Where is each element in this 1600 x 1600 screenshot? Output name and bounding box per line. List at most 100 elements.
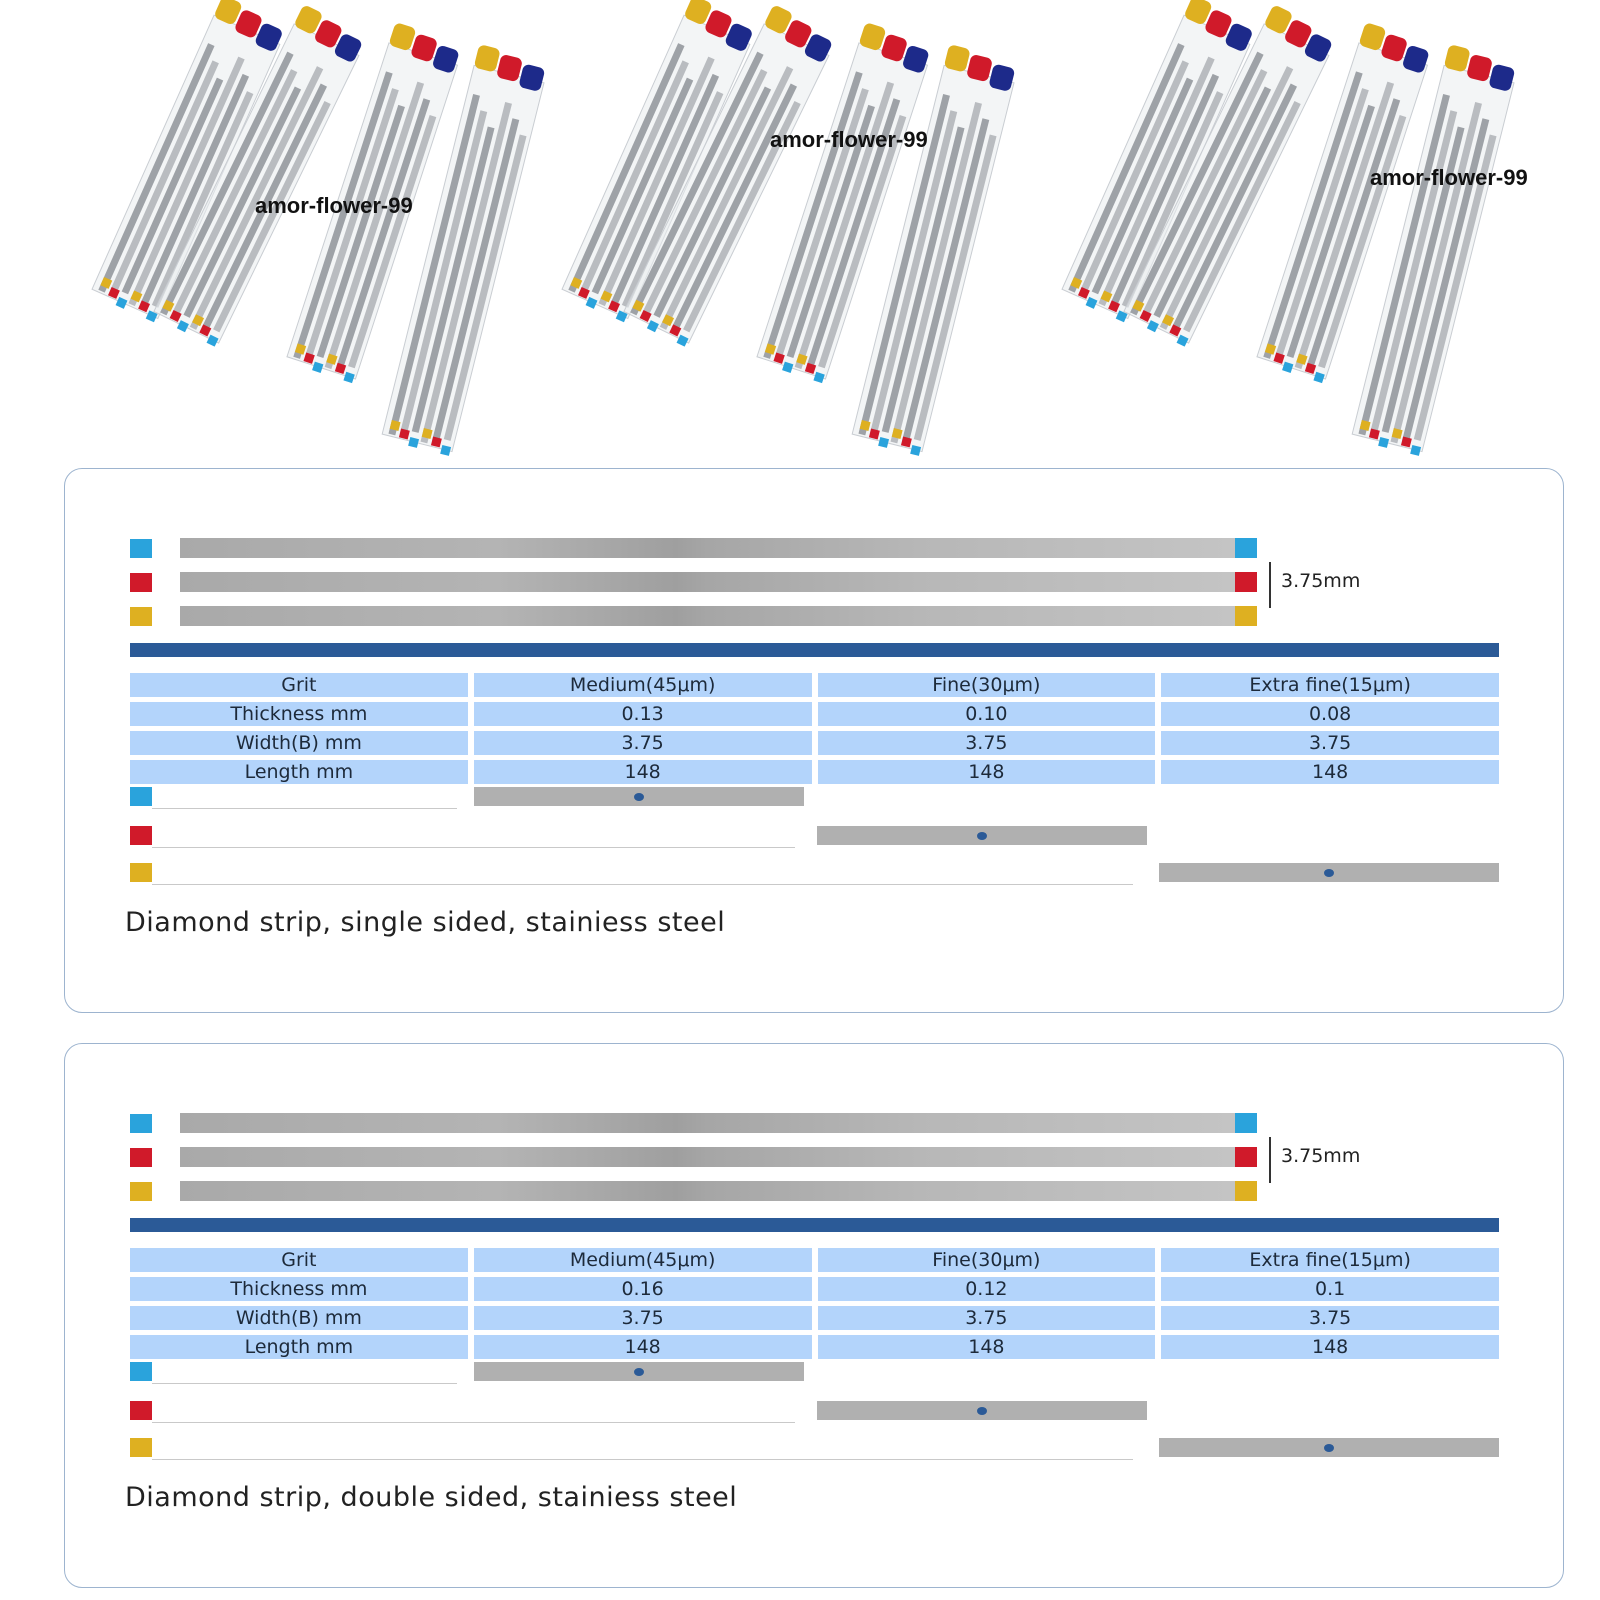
strip-tip: [1304, 362, 1317, 375]
strip-tip: [115, 296, 128, 309]
metal-strip: [1121, 91, 1224, 308]
blue-color-swatch: [130, 1114, 152, 1133]
strip-tip: [421, 428, 433, 439]
yellow-color-swatch: [130, 1182, 152, 1201]
metal-strip: [201, 83, 328, 332]
strip-tip: [669, 324, 682, 337]
strip-tip: [1313, 371, 1325, 384]
baseline-rule: [152, 808, 457, 809]
diamond-strip-red: [180, 572, 1235, 592]
tube-cap: [705, 10, 732, 38]
strip-tip: [1085, 296, 1098, 309]
table-cell: 0.13: [473, 702, 812, 726]
watermark-text: amor-flower-99: [1370, 165, 1528, 190]
dimension-label: 3.75mm: [1281, 570, 1361, 592]
diamond-strip-yellow: [180, 606, 1235, 626]
metal-strip: [1370, 110, 1458, 435]
metal-strip: [580, 60, 689, 294]
strip-tip: [145, 310, 158, 323]
strip-tip: [343, 371, 355, 384]
metal-strip: [568, 43, 685, 293]
strip-tube: [1123, 6, 1332, 347]
red-color-swatch: [130, 1148, 152, 1167]
table-cell: 0.1: [1161, 1277, 1499, 1301]
strip-bundle-illustration: [561, 0, 1015, 456]
strip-tip: [1169, 324, 1182, 337]
diamond-strip-blue: [180, 1113, 1235, 1133]
metal-strip: [1159, 66, 1294, 330]
table-cell: 3.75: [1161, 731, 1499, 755]
metal-strip: [189, 66, 324, 330]
strip-tip: [1273, 352, 1285, 364]
grit-dot: [634, 793, 644, 801]
strip-tip: [138, 300, 151, 313]
baseline-rule: [152, 884, 1133, 885]
metal-strip: [598, 56, 715, 307]
tube-cap: [1285, 20, 1312, 48]
tube-cap: [411, 34, 437, 62]
metal-strip: [400, 110, 488, 435]
table-cell: 3.75: [817, 1306, 1156, 1330]
strip-tip: [878, 437, 890, 448]
metal-strip: [110, 60, 219, 294]
table-row: Width(B) mm 3.75 3.75 3.75: [130, 731, 1499, 755]
metal-strip: [794, 81, 895, 370]
section-divider-bar: [130, 643, 1499, 657]
strip-tip: [294, 343, 307, 355]
tube-cap: [725, 23, 752, 51]
tube-cap: [1467, 55, 1492, 82]
table-cell: Length mm: [130, 760, 468, 784]
strip-tube: [623, 6, 832, 347]
table-cell: 3.75: [473, 731, 812, 755]
metal-strip: [1390, 102, 1482, 444]
metal-strip: [1098, 56, 1215, 307]
tube-cap: [859, 23, 886, 51]
metal-strip: [671, 83, 798, 332]
dimension-marker: [1269, 562, 1271, 608]
metal-strip: [610, 73, 720, 307]
metal-strip: [683, 100, 801, 333]
metal-strip: [1381, 126, 1465, 433]
metal-strip: [388, 94, 480, 436]
strip-tip: [440, 445, 452, 456]
strip-tip: [176, 320, 189, 333]
metal-strip: [336, 98, 431, 369]
watermark-text: amor-flower-99: [255, 193, 413, 218]
table-row: Thickness mm 0.13 0.10 0.08: [130, 702, 1499, 726]
metal-strip: [316, 104, 405, 359]
table-cell: 148: [1161, 1335, 1499, 1359]
grit-dot: [1324, 869, 1334, 877]
blue-color-swatch: [130, 787, 152, 806]
table-cell: Grit: [130, 673, 468, 697]
strip-tip-blue: [1235, 538, 1257, 558]
baseline-rule: [152, 1459, 1133, 1460]
table-row: Length mm 148 148 148: [130, 1335, 1499, 1359]
grit-indicator-fine: [130, 1401, 1499, 1423]
strip-tip: [398, 428, 410, 440]
strip-tube: [381, 45, 545, 456]
tube-cap: [295, 6, 322, 34]
strip-tip-red: [1235, 1147, 1257, 1167]
table-cell: Length mm: [130, 1335, 468, 1359]
strip-tip: [169, 309, 182, 322]
metal-strip: [121, 77, 224, 295]
metal-strip: [621, 91, 724, 308]
strip-tip: [1400, 436, 1412, 448]
strip-tube: [851, 45, 1015, 456]
tube-cap: [315, 20, 342, 48]
tube-cap: [519, 64, 545, 91]
diamond-strip-blue: [180, 538, 1235, 558]
tube-cap: [389, 23, 416, 51]
strip-tip: [1077, 286, 1090, 299]
strip-tip: [773, 352, 785, 364]
table-cell: Medium(45μm): [473, 1248, 812, 1272]
tube-cap: [685, 0, 712, 24]
spec-card-single-sided: 3.75mm Grit Medium(45μm) Fine(30μm) Extr…: [64, 468, 1564, 1013]
table-cell: 0.08: [1161, 702, 1499, 726]
strip-bundle-illustration: [1061, 0, 1515, 456]
diamond-strip-red: [180, 1147, 1235, 1167]
strip-tip: [804, 362, 817, 375]
strip-tip: [676, 334, 689, 347]
strip-tip: [1391, 428, 1403, 439]
strip-tip: [389, 420, 401, 431]
